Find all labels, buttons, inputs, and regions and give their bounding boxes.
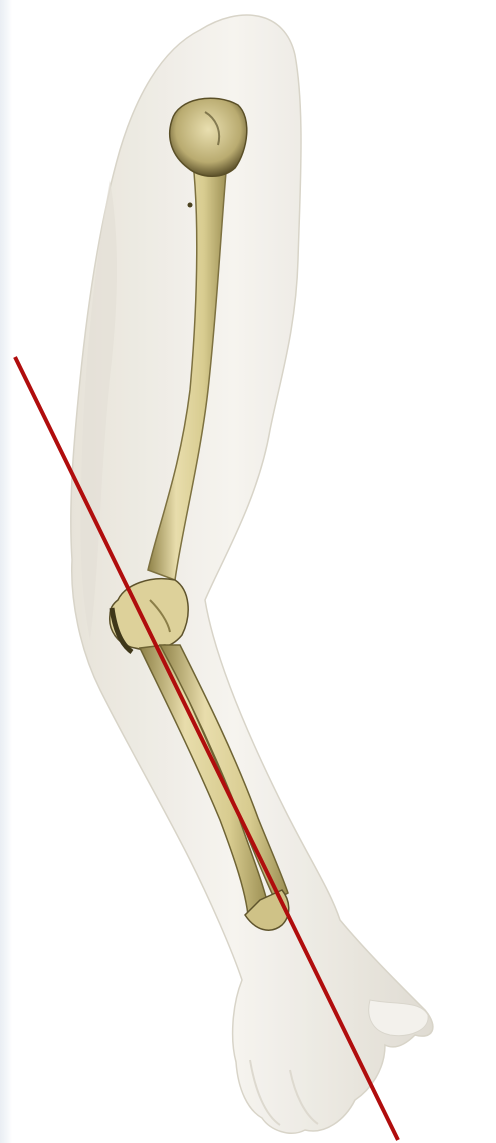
arm-silhouette bbox=[71, 15, 433, 1133]
